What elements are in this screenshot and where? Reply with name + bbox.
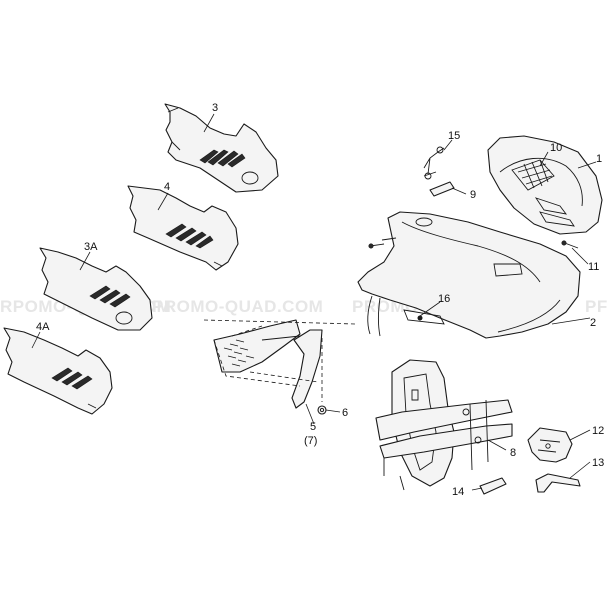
screw-11 (561, 240, 579, 249)
callout-3a: 3A (84, 241, 98, 253)
callout-13: 13 (592, 457, 604, 469)
mesh-grille-10 (511, 159, 555, 191)
side-panel-4a (3, 327, 113, 415)
callout-14: 14 (452, 486, 464, 498)
callout-3: 3 (212, 102, 218, 114)
callout-4: 4 (164, 181, 170, 193)
callout-5: 5 (310, 421, 316, 433)
callout-10: 10 (550, 142, 562, 154)
assembly-lines (203, 319, 357, 402)
callout-15: 15 (448, 130, 460, 142)
decal-9 (429, 181, 455, 197)
side-panel-4 (127, 185, 239, 271)
nut-6 (317, 405, 327, 415)
callout-12: 12 (592, 425, 604, 437)
callout-labels: 3 4 3A 4A 15 10 1 9 11 16 2 6 5 (7) 8 12… (36, 102, 604, 498)
bracket-12 (527, 427, 573, 463)
pad-14 (479, 477, 507, 495)
callout-16: 16 (438, 293, 450, 305)
screw-left (368, 243, 385, 249)
leader-lines (31, 113, 597, 491)
callout-6: 6 (342, 407, 348, 419)
main-fender-2 (357, 211, 581, 339)
frame-8 (375, 359, 513, 491)
footrest-5 (213, 319, 323, 409)
callout-4a: 4A (36, 321, 50, 333)
side-panel-3 (164, 103, 279, 193)
rod-13 (535, 473, 581, 493)
callout-2: 2 (590, 317, 596, 329)
callout-1: 1 (596, 153, 602, 165)
watermark-text: PROMO-QUAD.COM (152, 297, 323, 316)
callout-11: 11 (588, 261, 599, 273)
callout-8: 8 (510, 447, 516, 459)
watermark-text: PF (585, 297, 608, 316)
side-panel-3a (39, 247, 153, 331)
callout-7: (7) (304, 435, 317, 447)
callout-9: 9 (470, 189, 476, 201)
connector-15 (423, 146, 445, 180)
rear-fender-1 (487, 135, 603, 235)
